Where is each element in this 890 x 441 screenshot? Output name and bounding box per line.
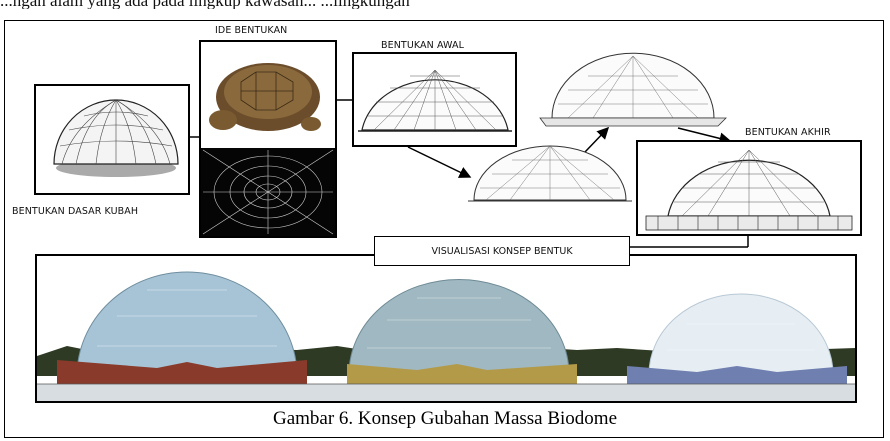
- turtle-and-spiderweb-images: [201, 42, 335, 236]
- basic-dome-box: [34, 84, 190, 195]
- label-bentukan-akhir: BENTUKAN AKHIR: [745, 127, 831, 138]
- final-form-box: [636, 140, 862, 236]
- visualization-box: [35, 254, 857, 403]
- initial-form-box: [352, 52, 517, 147]
- label-visualisasi-konsep-bentuk: VISUALISASI KONSEP BENTUK: [431, 246, 572, 257]
- label-bentukan-awal: BENTUKAN AWAL: [381, 40, 464, 51]
- biodome-render-visualization: [37, 256, 855, 401]
- geodesic-dome-upper: [538, 50, 728, 132]
- label-bentukan-dasar-kubah: BENTUKAN DASAR KUBAH: [12, 206, 138, 217]
- idea-box: [199, 40, 337, 238]
- figure-caption: Gambar 6. Konsep Gubahan Massa Biodome: [0, 408, 890, 430]
- geodesic-dome-middle: [466, 140, 636, 210]
- visualisasi-label-box: VISUALISASI KONSEP BENTUK: [374, 236, 630, 266]
- wireframe-dome-illustration: [36, 86, 188, 193]
- label-ide-bentukan: IDE BENTUKAN: [215, 25, 287, 36]
- geodesic-dome-initial: [354, 54, 515, 145]
- geodesic-dome-final: [638, 142, 860, 234]
